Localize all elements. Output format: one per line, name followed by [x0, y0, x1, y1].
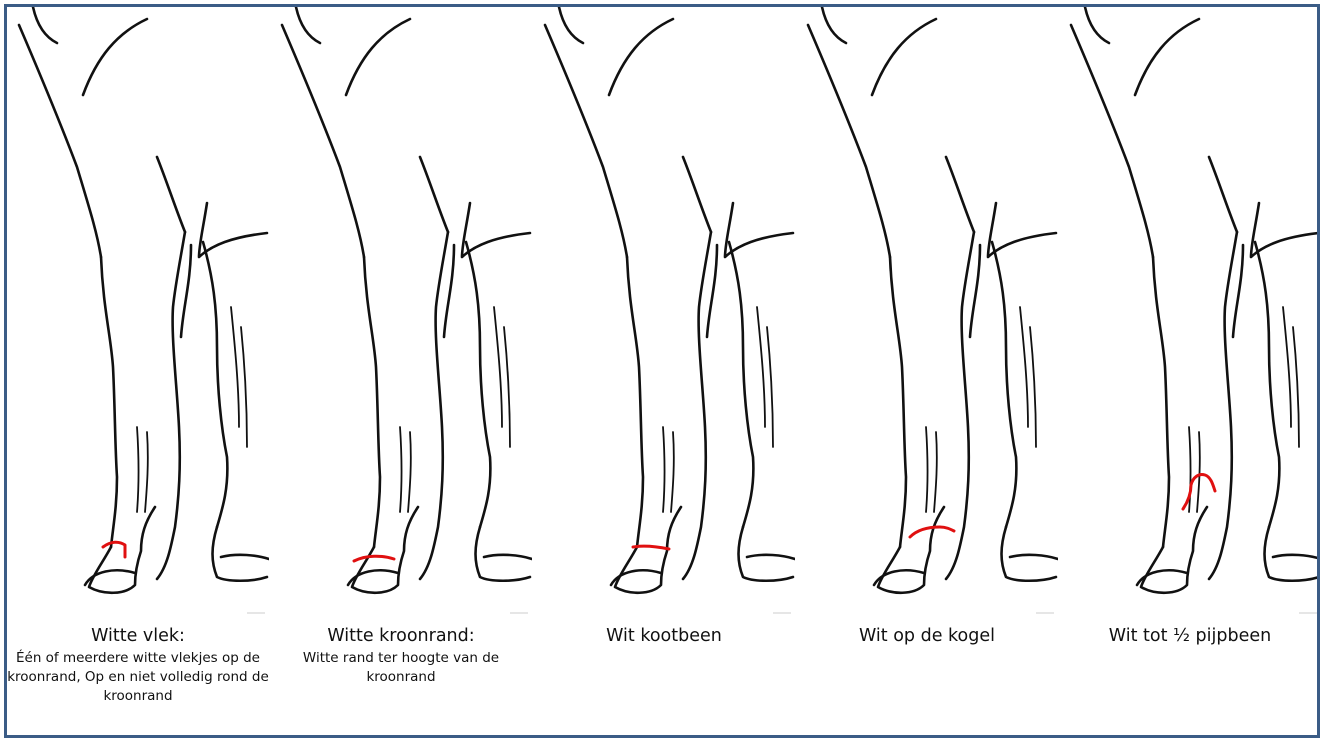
marking-description: Witte rand ter hoogte van de kroonrand	[270, 649, 532, 687]
horse-legs-illustration	[796, 7, 1058, 619]
panel-witte-vlek: Witte vlek: Één of meerdere witte vlekje…	[7, 7, 269, 738]
marking-title: Witte vlek:	[7, 625, 269, 647]
marking-indicator	[633, 546, 669, 549]
marking-title: Wit tot ½ pijpbeen	[1059, 625, 1320, 647]
diagram-frame: Witte vlek: Één of meerdere witte vlekje…	[4, 4, 1320, 738]
panel-wit-kootbeen: Wit kootbeen	[533, 7, 795, 738]
horse-legs-illustration	[270, 7, 532, 619]
panel-wit-tot-half-pijpbeen: Wit tot ½ pijpbeen	[1059, 7, 1320, 738]
horse-legs-illustration	[7, 7, 269, 619]
marking-caption: Wit op de kogel	[796, 625, 1058, 649]
panel-wit-op-de-kogel: Wit op de kogel	[796, 7, 1058, 738]
panel-witte-kroonrand: Witte kroonrand: Witte rand ter hoogte v…	[270, 7, 532, 738]
marking-indicator	[354, 556, 394, 561]
horse-legs-illustration	[533, 7, 795, 619]
marking-title: Wit kootbeen	[533, 625, 795, 647]
marking-caption: Witte kroonrand: Witte rand ter hoogte v…	[270, 625, 532, 687]
marking-caption: Wit kootbeen	[533, 625, 795, 649]
marking-description: Één of meerdere witte vlekjes op de kroo…	[7, 649, 269, 706]
marking-title: Wit op de kogel	[796, 625, 1058, 647]
marking-caption: Witte vlek: Één of meerdere witte vlekje…	[7, 625, 269, 706]
marking-caption: Wit tot ½ pijpbeen	[1059, 625, 1320, 649]
horse-legs-illustration	[1059, 7, 1320, 619]
marking-title: Witte kroonrand:	[270, 625, 532, 647]
